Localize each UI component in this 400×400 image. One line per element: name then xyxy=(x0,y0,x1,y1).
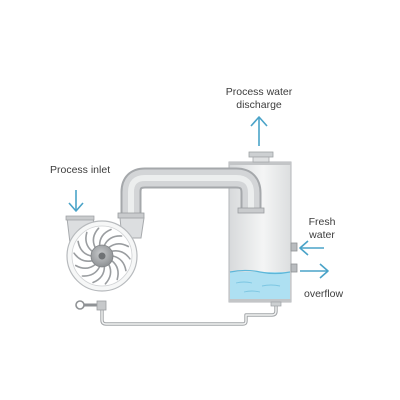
arrow-left-icon xyxy=(299,240,324,256)
tank-water xyxy=(229,269,291,299)
impeller-blade xyxy=(104,263,112,285)
return-valve xyxy=(75,300,107,311)
discharge-label-line1: Process water xyxy=(226,86,293,98)
pump xyxy=(65,215,145,292)
arrow-up-icon xyxy=(250,116,268,146)
impeller-blade xyxy=(98,228,112,247)
process-inlet-label: Process inlet xyxy=(50,164,110,176)
impeller-blade xyxy=(74,263,96,270)
impeller-blade xyxy=(85,231,93,252)
fresh-water-label-line1: Fresh xyxy=(309,216,336,228)
impeller-blade xyxy=(108,242,130,249)
overflow-label: overflow xyxy=(304,288,344,300)
impeller-blade xyxy=(111,250,131,260)
impeller xyxy=(73,227,131,285)
impeller-blade xyxy=(92,265,106,284)
fresh-water-port xyxy=(290,242,298,252)
impeller-blade xyxy=(112,255,127,272)
connecting-pipe xyxy=(117,167,265,219)
discharge-nozzle xyxy=(248,151,274,163)
impeller-blade xyxy=(92,227,100,249)
overflow-port xyxy=(290,263,298,273)
drain-nozzle xyxy=(270,301,282,307)
arrow-right-icon xyxy=(300,263,329,279)
return-line xyxy=(100,303,278,326)
arrow-down-icon xyxy=(68,190,84,212)
fresh-water-label-line2: water xyxy=(308,229,335,241)
impeller-blade xyxy=(111,260,119,281)
impeller-blade xyxy=(103,235,123,247)
impeller-blade xyxy=(81,265,101,277)
impeller-blade xyxy=(73,252,93,262)
impeller-blade xyxy=(77,240,92,257)
discharge-label-line2: discharge xyxy=(236,99,282,111)
